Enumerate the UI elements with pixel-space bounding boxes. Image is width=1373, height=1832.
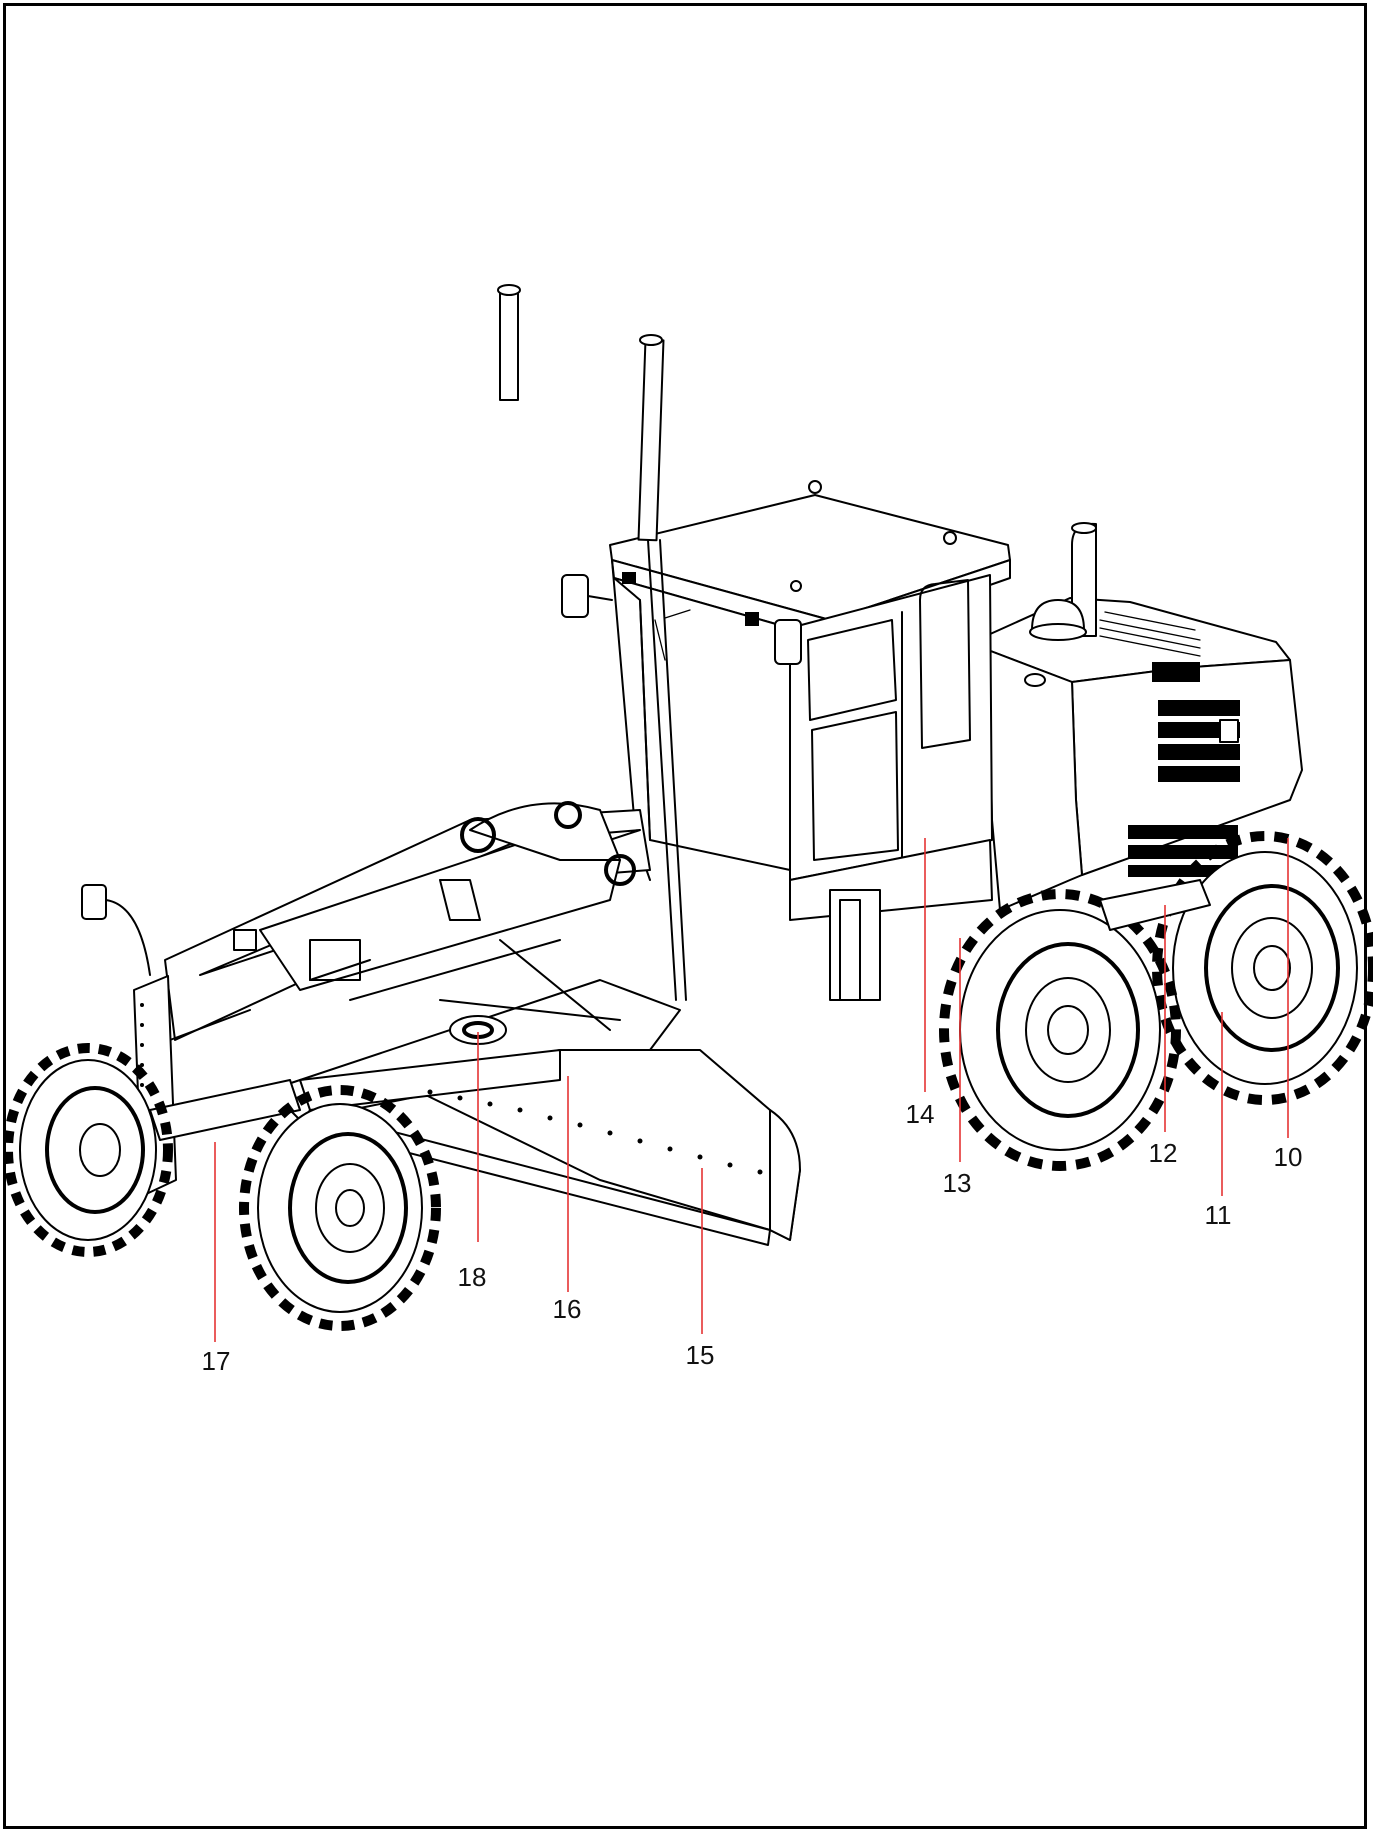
callouts: 10 11 12 13 14 15 16 17 18	[202, 1099, 1303, 1376]
engine-hood	[987, 522, 1303, 911]
front-wheel-left	[3, 1043, 173, 1257]
callout-10: 10	[1274, 1142, 1303, 1172]
front-axle	[149, 1079, 301, 1141]
callout-16: 16	[553, 1294, 582, 1324]
rear-wheel-front	[939, 889, 1181, 1171]
main-frame	[164, 801, 651, 1041]
cab	[561, 480, 1011, 1001]
callout-13: 13	[943, 1168, 972, 1198]
callout-17: 17	[202, 1346, 231, 1376]
front-wheel-right	[239, 1085, 441, 1331]
callout-11: 11	[1205, 1200, 1232, 1230]
rear-wheel-back	[1152, 831, 1373, 1105]
leader-lines	[214, 838, 1289, 1342]
callout-18: 18	[458, 1262, 487, 1292]
callout-15: 15	[686, 1340, 715, 1370]
lift-cylinders	[497, 284, 687, 1001]
callout-14: 14	[906, 1099, 935, 1129]
blade-bolts	[427, 1089, 763, 1175]
callout-12: 12	[1149, 1138, 1178, 1168]
